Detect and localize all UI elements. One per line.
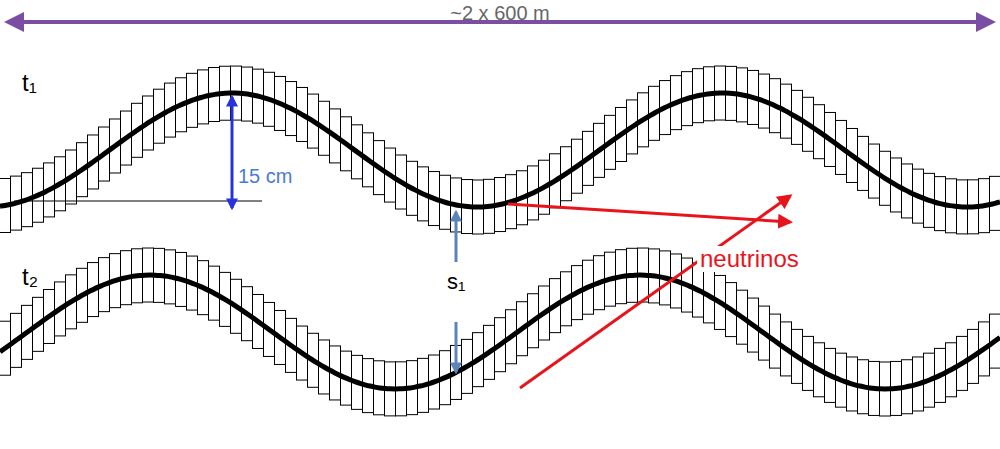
dimension-label: 15 cm [238, 165, 292, 187]
neutrino-ray [520, 196, 790, 388]
beam-path [0, 93, 1000, 207]
separation-label: s₁ [447, 270, 465, 294]
length-label: ~2 x 600 m [450, 2, 550, 24]
tube-trains [0, 66, 1000, 416]
neutrino-label: neutrinos [697, 246, 802, 272]
time-label: t₂ [22, 264, 38, 290]
reference-line [14, 201, 262, 202]
beam-path [0, 275, 1000, 389]
tube-segments [0, 248, 1000, 416]
separation-arrow [455, 322, 458, 372]
separation-arrow [455, 212, 458, 262]
amplitude-arrow [231, 97, 234, 208]
tube-segments [0, 66, 1000, 234]
time-label: t₁ [22, 70, 37, 96]
neutrino-ray [508, 204, 790, 222]
